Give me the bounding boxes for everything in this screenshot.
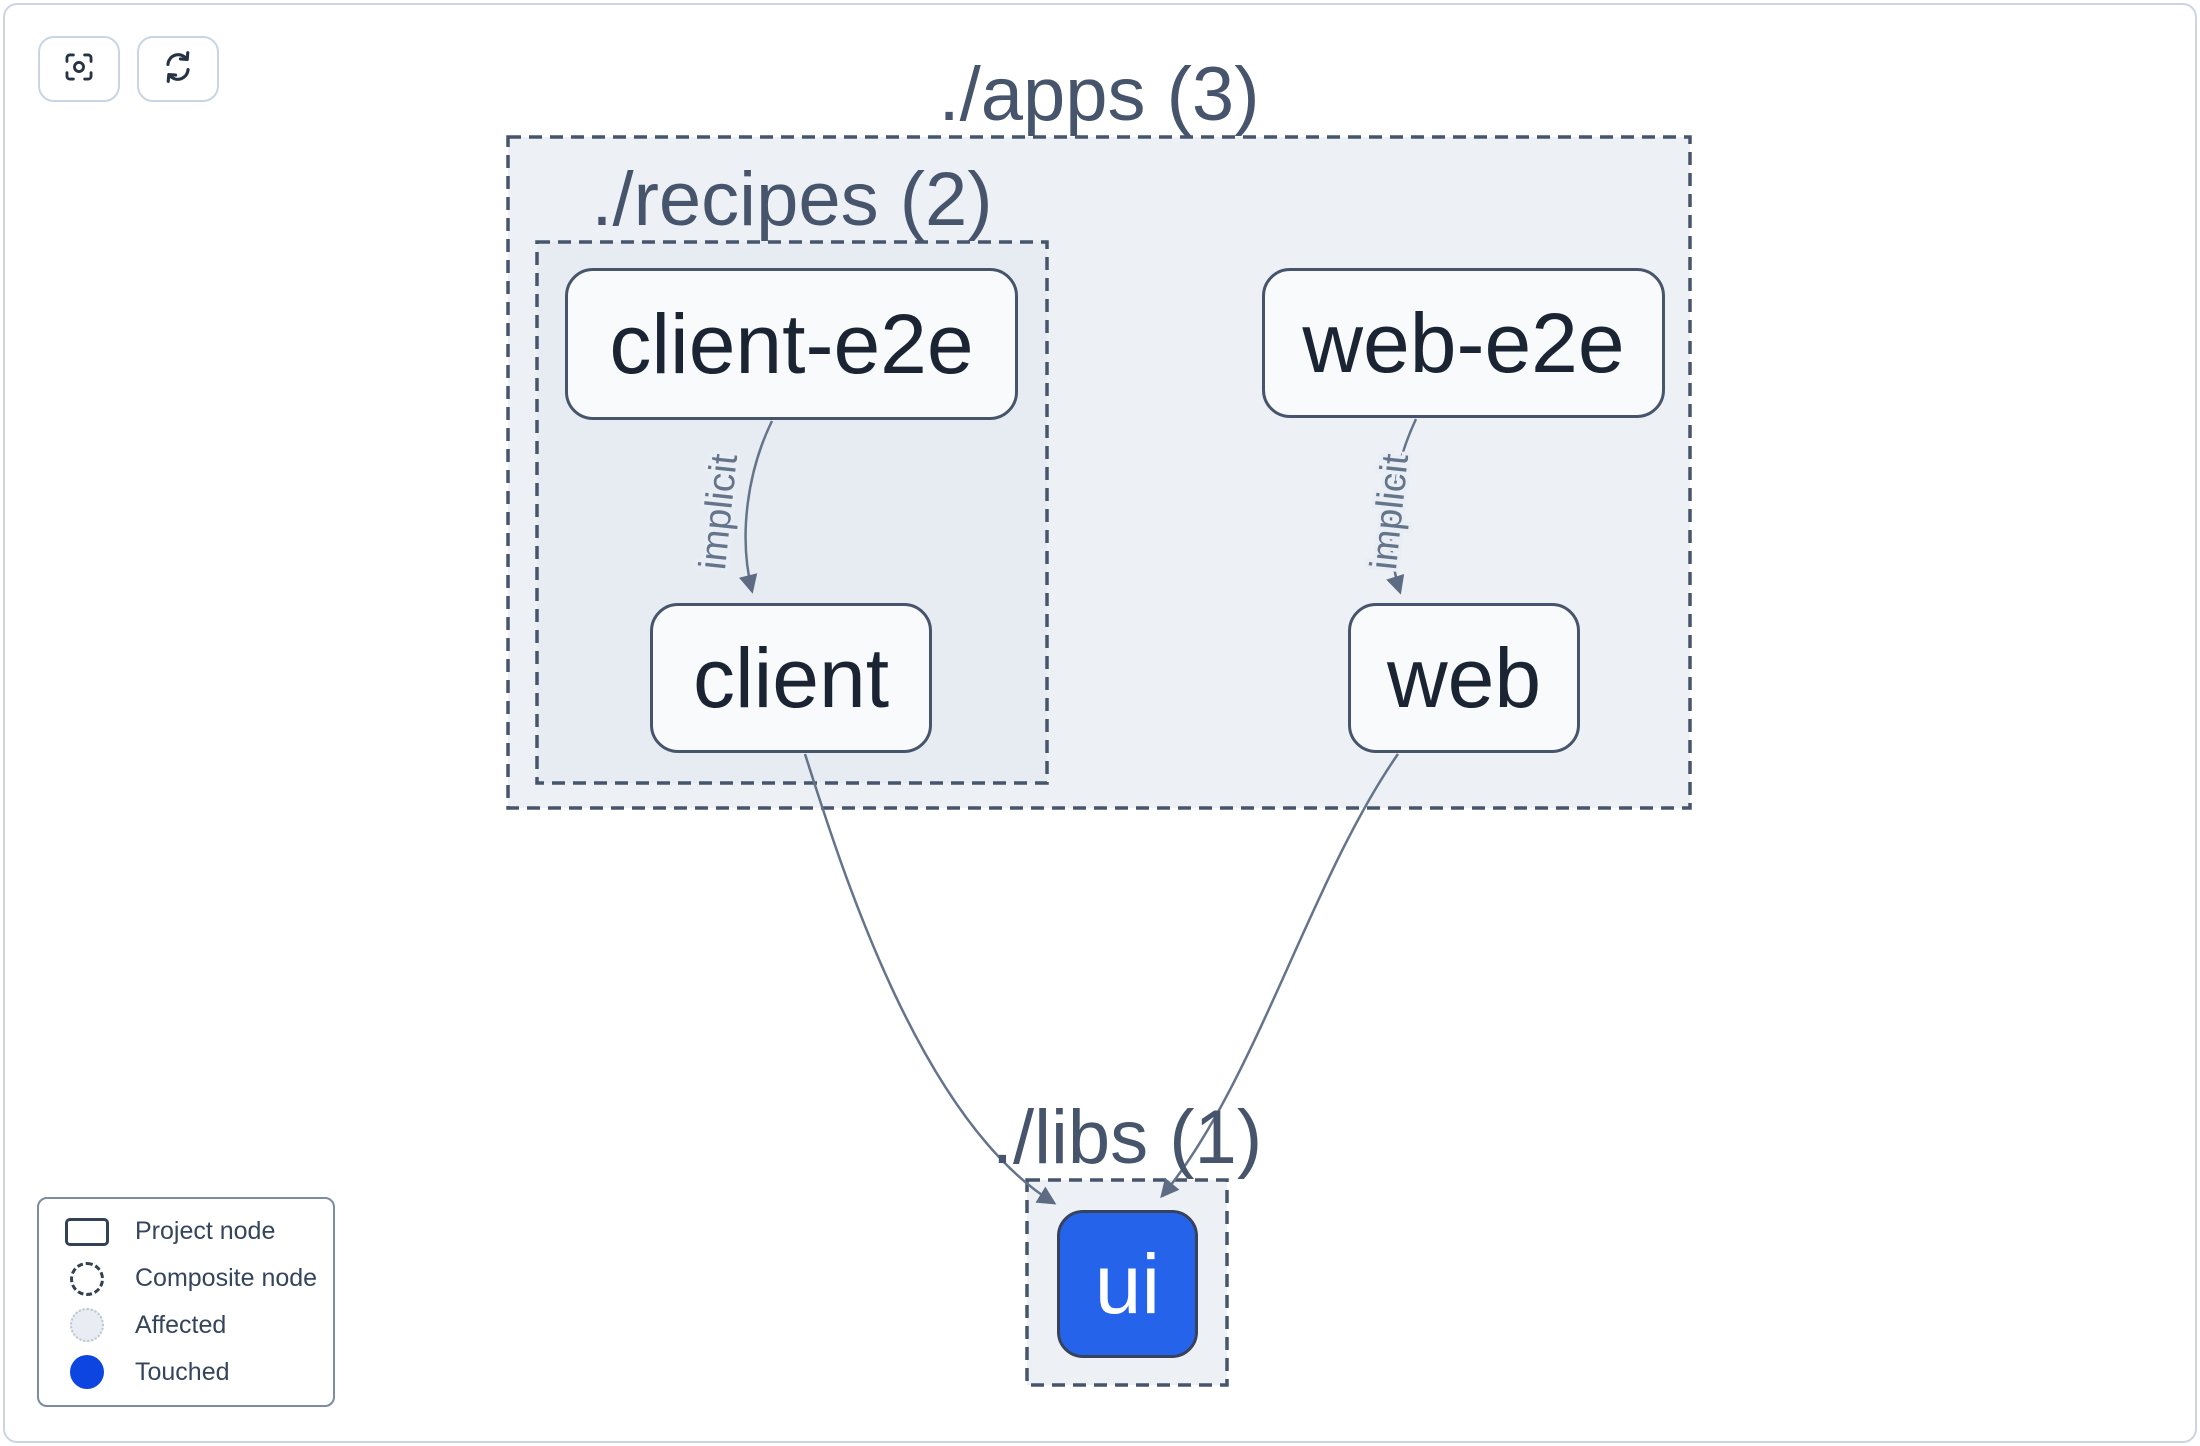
legend-label: Touched	[135, 1357, 230, 1386]
legend-label: Project node	[135, 1217, 276, 1246]
group-label-libs: ./libs (1)	[991, 1095, 1263, 1180]
legend-item-project-node: Project node	[39, 1210, 333, 1254]
legend-item-touched: Touched	[39, 1350, 333, 1394]
group-label-recipes: ./recipes (2)	[591, 157, 993, 242]
refresh-button[interactable]	[137, 36, 219, 102]
edge-web-e2e-web[interactable]	[1386, 418, 1418, 595]
center-graph-button[interactable]	[38, 36, 120, 102]
edge-client-e2e-client[interactable]	[739, 420, 774, 594]
refresh-icon	[161, 50, 195, 89]
legend-label: Affected	[135, 1310, 227, 1339]
project-node-client-e2e[interactable]: client-e2e	[565, 268, 1018, 420]
graph-toolbar	[38, 36, 219, 102]
project-node-ui[interactable]: ui	[1057, 1210, 1198, 1358]
edge-web-ui[interactable]	[1160, 753, 1400, 1199]
composite-node-swatch-icon	[39, 1261, 135, 1296]
focus-icon	[62, 50, 96, 89]
legend-item-affected: Affected	[39, 1303, 333, 1347]
legend-label: Composite node	[135, 1264, 318, 1293]
project-node-web[interactable]: web	[1348, 603, 1580, 753]
project-node-web-e2e[interactable]: web-e2e	[1262, 268, 1665, 418]
affected-swatch-icon	[39, 1308, 135, 1343]
legend-item-composite-node: Composite node	[39, 1257, 333, 1301]
touched-swatch-icon	[39, 1355, 135, 1390]
edge-client-ui[interactable]	[803, 753, 1057, 1205]
group-label-apps: ./apps (3)	[938, 52, 1260, 137]
project-node-client[interactable]: client	[650, 603, 932, 753]
project-node-swatch-icon	[39, 1217, 135, 1246]
graph-legend: Project node Composite node Affected Tou…	[37, 1197, 335, 1407]
